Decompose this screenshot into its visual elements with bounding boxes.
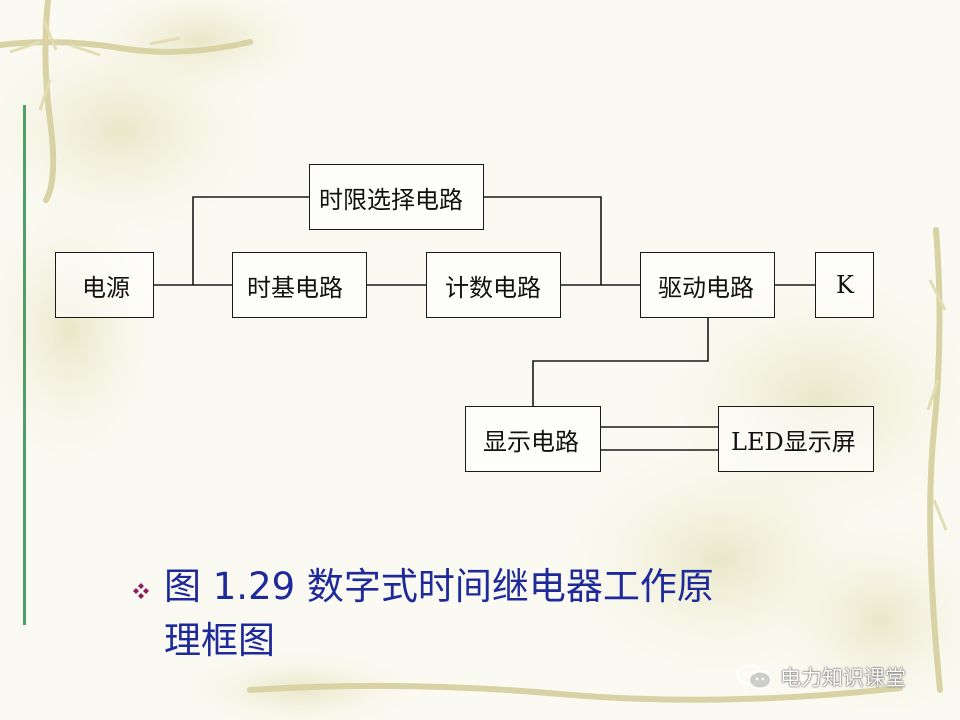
diamond-bullet-icon <box>133 583 149 599</box>
block-label: 计数电路 <box>445 273 541 302</box>
block-relay-k: K <box>815 252 874 318</box>
left-accent-line <box>23 105 26 625</box>
watermark: 电力知识课堂 <box>736 662 906 692</box>
block-led-screen: LED显示屏 <box>718 406 874 472</box>
caption-line-1: 图 1.29 数字式时间继电器工作原 <box>164 565 714 608</box>
caption-line-2: 理框图 <box>164 619 275 662</box>
block-power: 电源 <box>55 252 154 318</box>
block-counter: 计数电路 <box>426 252 561 318</box>
block-label: LED显示屏 <box>731 427 856 456</box>
figure-caption: 图 1.29 数字式时间继电器工作原 理框图 <box>130 560 850 668</box>
block-label: K <box>836 271 854 299</box>
block-driver: 驱动电路 <box>640 252 775 318</box>
wechat-icon <box>737 664 772 690</box>
watermark-text: 电力知识课堂 <box>780 666 906 690</box>
block-time-base: 时基电路 <box>232 252 367 318</box>
block-label: 驱动电路 <box>658 273 754 302</box>
block-label: 时限选择电路 <box>319 185 463 214</box>
block-display: 显示电路 <box>465 406 601 472</box>
block-label: 电源 <box>82 273 130 302</box>
block-label: 时基电路 <box>247 273 343 302</box>
block-label: 显示电路 <box>483 427 579 456</box>
block-time-limit-select: 时限选择电路 <box>309 164 484 230</box>
